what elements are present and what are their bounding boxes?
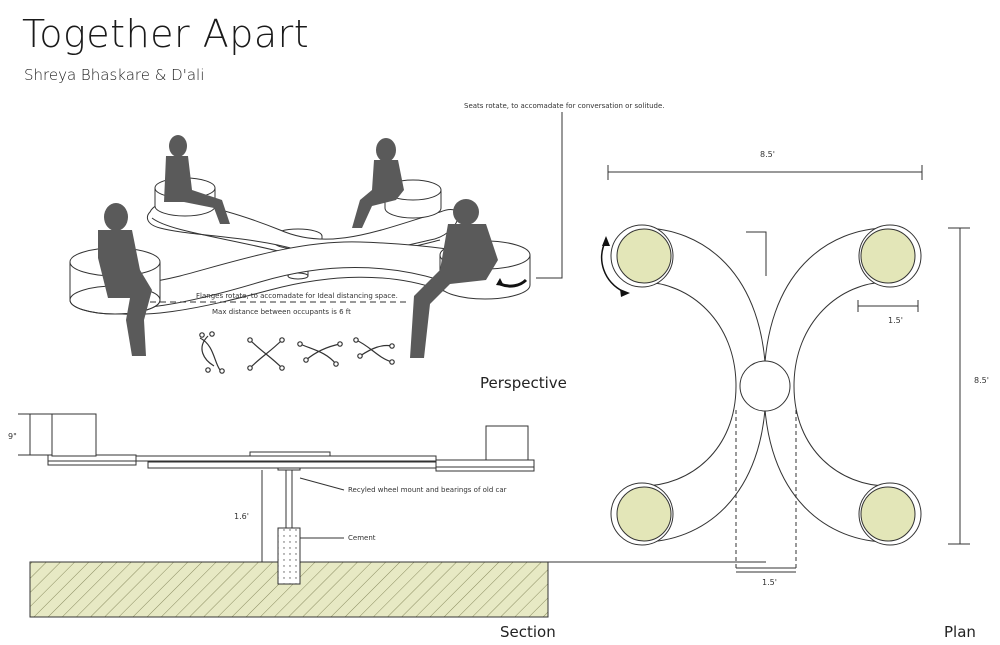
section-lower-flange — [147, 461, 439, 469]
dim-plan-width: 8.5' — [760, 150, 775, 159]
section-seat-left — [51, 413, 97, 457]
page-subtitle: Shreya Bhaskare & D'ali — [24, 66, 205, 84]
cement-footing — [277, 527, 301, 585]
seated-figures — [98, 135, 498, 358]
dim-stem-width: 1.5' — [762, 578, 777, 587]
distancing-icon-2 — [247, 337, 285, 371]
section-seat-right — [485, 425, 529, 461]
section-table-top — [249, 451, 331, 457]
figure-front-left — [98, 203, 152, 356]
section-column — [285, 469, 293, 529]
section-upper-flange — [135, 455, 437, 462]
section-view — [18, 413, 766, 618]
plan-seat-top-left — [610, 224, 674, 288]
note-flanges-rotate: Flanges rotate, to accomadate for Ideal … — [196, 292, 398, 300]
note-max-distance: Max distance between occupants is 6 ft — [212, 308, 351, 316]
note-seats-rotate: Seats rotate, to accomadate for conversa… — [464, 102, 665, 110]
note-wheel-mount: Recyled wheel mount and bearings of old … — [348, 486, 507, 494]
wheel-mount-leader — [299, 477, 345, 491]
figure-front-right — [410, 199, 498, 358]
dim-plan-height: 8.5' — [974, 376, 989, 385]
label-perspective: Perspective — [480, 374, 567, 392]
distancing-icons — [199, 331, 395, 374]
dim-seat-diameter: 1.5' — [888, 316, 903, 325]
plan-center-table — [739, 360, 791, 412]
plan-view — [601, 165, 970, 573]
dim-seat-height: 9" — [8, 432, 17, 441]
note-cement: Cement — [348, 534, 376, 542]
label-plan: Plan — [944, 623, 976, 641]
distancing-icon-3 — [297, 341, 343, 367]
distancing-icon-1 — [199, 331, 225, 374]
page-title: Together Apart — [22, 12, 310, 56]
figure-back-right — [352, 138, 404, 228]
plan-seat-bottom-left — [610, 482, 674, 546]
figure-back-left — [164, 135, 230, 224]
seats-rotate-leader — [536, 112, 563, 279]
label-section: Section — [500, 623, 556, 641]
plan-seat-top-right — [858, 224, 922, 288]
dim-column-height: 1.6' — [234, 512, 249, 521]
plan-seat-bottom-right — [858, 482, 922, 546]
distancing-icon-4 — [353, 337, 395, 365]
